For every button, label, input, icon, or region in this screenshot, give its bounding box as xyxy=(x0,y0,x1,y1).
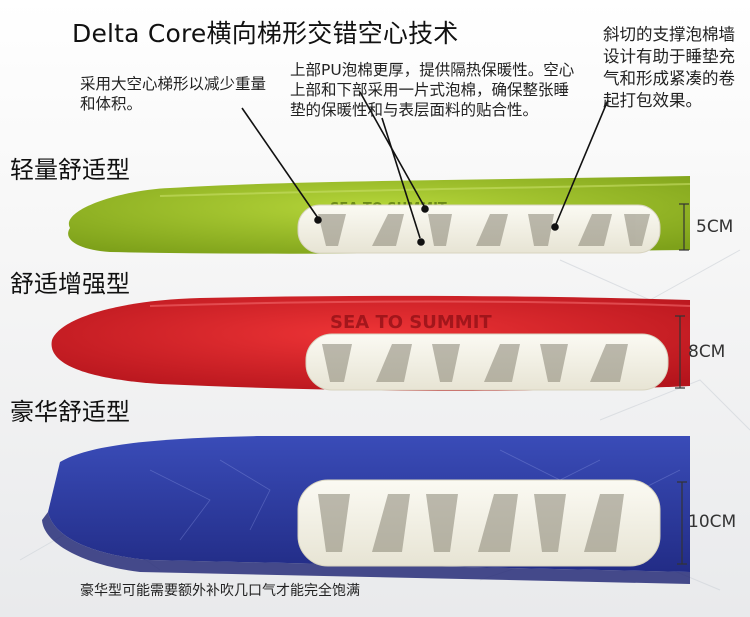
thickness-label-light: 5CM xyxy=(696,217,734,237)
footer-note: 豪华型可能需要额外补吹几口气才能完全饱满 xyxy=(80,583,360,599)
callout-lines xyxy=(241,91,609,246)
annotation-slanted-walls: 斜切的支撑泡棉墙设计有助于睡垫充气和形成紧凑的卷起打包效果。 xyxy=(603,25,735,110)
thickness-label-enhanced: 8CM xyxy=(688,342,726,362)
foam-chambers-red xyxy=(322,344,628,382)
pad-enhanced-comfort: SEA TO SUMMIT xyxy=(51,295,691,391)
blue-fabric-pattern xyxy=(149,449,681,541)
brand-print-red: SEA TO SUMMIT xyxy=(330,312,492,333)
pad-deluxe-comfort xyxy=(42,436,690,584)
model-label-deluxe: 豪华舒适型 xyxy=(10,398,130,426)
annotation-pu-foam: 上部PU泡棉更厚，提供隔热保暖性。空心上部和下部采用一片式泡棉，确保整张睡垫的保… xyxy=(290,61,575,119)
foam-chambers-blue xyxy=(318,494,624,552)
foam-chambers-green xyxy=(318,214,650,246)
pad-light-comfort: SEA TO SUMMIT xyxy=(68,176,691,254)
model-label-light: 轻量舒适型 xyxy=(10,156,130,184)
thickness-label-deluxe: 10CM xyxy=(688,512,737,532)
annotation-hollow-trapezoid: 采用大空心梯形以减少重量和体积。 xyxy=(80,75,267,113)
model-label-enhanced: 舒适增强型 xyxy=(10,270,130,298)
page-title: Delta Core横向梯形交错空心技术 xyxy=(72,19,459,48)
